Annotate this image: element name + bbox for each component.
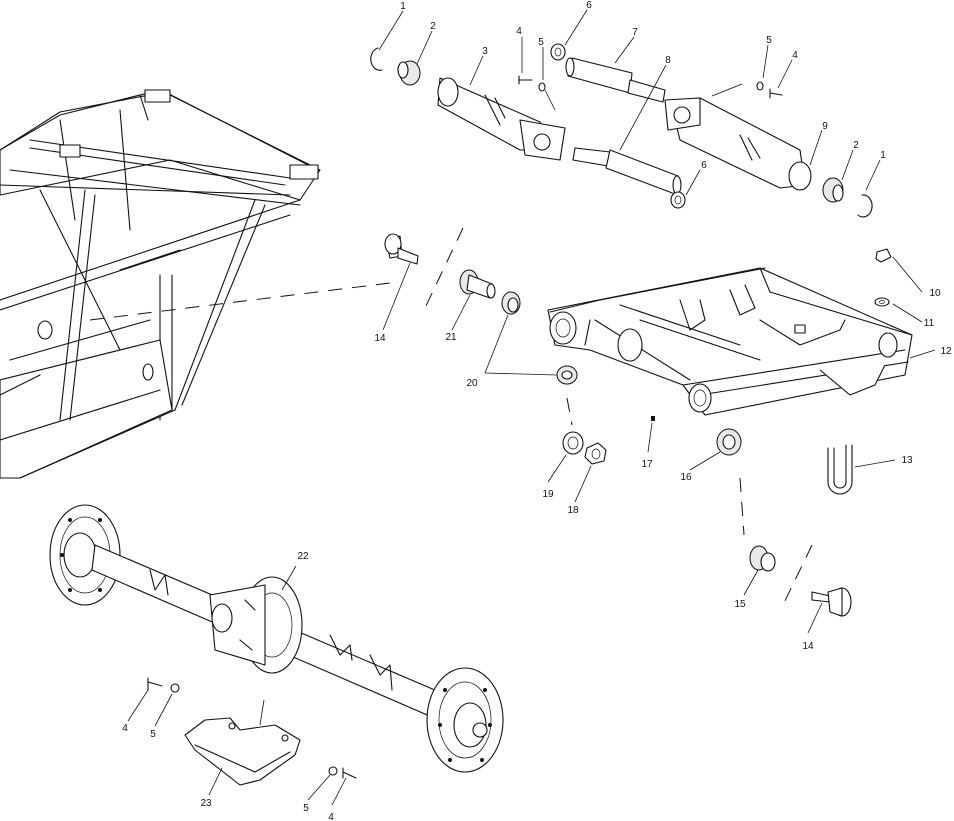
callout-7-shaft-top: 7 bbox=[632, 27, 638, 38]
upper-axis bbox=[424, 227, 464, 309]
callout-14-pin-lower: 14 bbox=[802, 641, 814, 652]
skid-plate bbox=[184, 717, 301, 786]
callout-12-swing-arm: 12 bbox=[940, 346, 952, 357]
callout-10-nut: 10 bbox=[929, 288, 941, 299]
callout-1-snap-ring-left: 1 bbox=[400, 1, 406, 12]
pivot-shaft-assembly bbox=[370, 43, 873, 218]
washer-axle-left bbox=[170, 683, 180, 693]
bolt-axle-bottom bbox=[342, 767, 357, 779]
callout-1-snap-ring-right: 1 bbox=[880, 150, 886, 161]
frame-pivot-axis bbox=[89, 282, 391, 321]
callout-6-bearing-bottom: 6 bbox=[701, 160, 707, 171]
lower-pin-axis bbox=[781, 544, 813, 608]
callout-22-rear-axle: 22 bbox=[297, 551, 309, 562]
lower-axis-right bbox=[739, 477, 745, 536]
grease-fitting bbox=[651, 416, 655, 421]
callout-14-pin-upper: 14 bbox=[374, 333, 386, 344]
callout-4-bolt-top-right: 4 bbox=[792, 50, 798, 61]
vehicle-frame bbox=[0, 89, 321, 479]
washer-11 bbox=[874, 297, 890, 307]
u-bolt bbox=[827, 444, 853, 495]
pivot-shaft-bottom bbox=[572, 147, 611, 167]
callout-9-pivot-tube-right: 9 bbox=[822, 121, 828, 132]
washer-axle-bottom bbox=[328, 766, 338, 776]
flanged-bushing-15 bbox=[749, 545, 776, 572]
flanged-bushing bbox=[459, 269, 496, 299]
bolt-top-right bbox=[769, 88, 783, 99]
callout-20-bushing: 20 bbox=[466, 378, 478, 389]
callout-5-washer-top-right: 5 bbox=[766, 35, 772, 46]
leader-lines bbox=[127, 9, 936, 806]
bearing-top bbox=[550, 43, 566, 61]
callout-8-shaft-bottom: 8 bbox=[665, 55, 671, 66]
callout-15-flanged-bushing: 15 bbox=[734, 599, 746, 610]
pivot-shaft-top bbox=[567, 57, 633, 94]
pivot-pin-upper bbox=[384, 233, 419, 265]
snap-ring-right bbox=[857, 194, 873, 218]
callout-5-washer-top-left: 5 bbox=[538, 37, 544, 48]
callout-18-nut: 18 bbox=[567, 505, 579, 516]
callout-2-bushing-right: 2 bbox=[853, 140, 859, 151]
callout-2-bushing-left: 2 bbox=[430, 21, 436, 32]
washer-top-right bbox=[756, 81, 764, 91]
nut-18 bbox=[584, 442, 607, 465]
callout-23-skid-plate: 23 bbox=[200, 798, 212, 809]
callout-17-grease-fitting: 17 bbox=[641, 459, 653, 470]
pivot-pin-lower bbox=[811, 587, 852, 617]
callout-5-washer-axle-left: 5 bbox=[150, 729, 156, 740]
callout-6-bearing-top: 6 bbox=[586, 0, 592, 11]
bolt-axle-left bbox=[147, 677, 163, 691]
callout-21-flanged-bushing: 21 bbox=[445, 332, 457, 343]
callout-5-washer-axle-bottom: 5 bbox=[303, 803, 309, 814]
washer-19 bbox=[562, 431, 584, 455]
nut-10 bbox=[875, 248, 892, 263]
callout-4-bolt-top-left: 4 bbox=[516, 26, 522, 37]
callout-16-bushing: 16 bbox=[680, 472, 692, 483]
washer-top-left bbox=[538, 82, 546, 92]
snap-ring-left bbox=[370, 47, 383, 71]
lower-axis-left bbox=[566, 397, 573, 426]
callout-11-washer: 11 bbox=[924, 318, 935, 329]
callout-4-bolt-axle-bottom: 4 bbox=[328, 812, 334, 821]
rear-axle-assembly bbox=[49, 504, 504, 773]
callout-4-bolt-axle-left: 4 bbox=[122, 723, 128, 734]
swing-arm bbox=[547, 267, 913, 416]
callout-19-washer: 19 bbox=[542, 489, 554, 500]
bearing-bottom bbox=[670, 191, 686, 209]
callout-3-pivot-tube-left: 3 bbox=[482, 46, 488, 57]
callout-13-u-bolt: 13 bbox=[901, 455, 913, 466]
bolt-top-left bbox=[518, 75, 533, 85]
callout-labels: 1 2 3 4 5 6 7 8 5 4 9 2 1 6 10 11 12 13 … bbox=[122, 0, 952, 821]
